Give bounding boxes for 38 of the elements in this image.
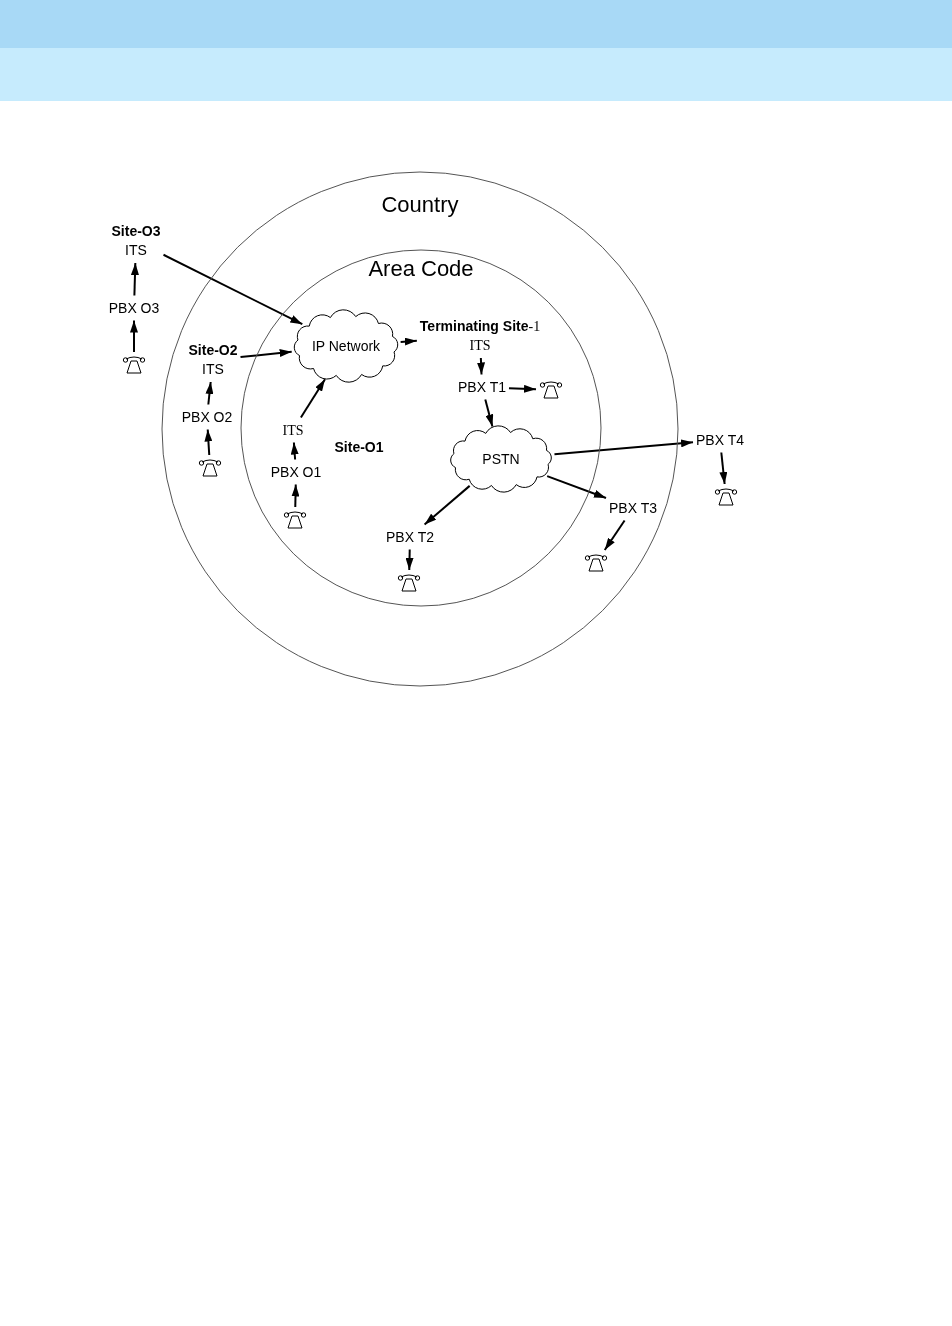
device-label: PBX O3 (108, 298, 160, 318)
device-label: PBX T2 (386, 527, 434, 547)
site-heading: Site-O2 (188, 341, 238, 360)
device-label: PBX O2 (181, 407, 233, 427)
arrow (205, 381, 214, 406)
arrow (399, 337, 418, 346)
arrow (299, 378, 326, 419)
arrow (405, 548, 414, 571)
arrow (546, 475, 607, 499)
arrow (162, 253, 304, 326)
device-label: PBX O1 (270, 462, 322, 482)
zone-label: Area Code (367, 256, 475, 282)
arrow (423, 484, 471, 526)
site-heading: Site-O1 (334, 437, 384, 457)
arrow (204, 428, 213, 456)
arrow (130, 319, 138, 353)
arrow (477, 357, 486, 376)
device-label: PBX T3 (609, 498, 657, 518)
arrow (291, 483, 300, 508)
device-label: PBX T4 (696, 430, 744, 450)
arrow (239, 349, 293, 359)
arrow (553, 439, 694, 456)
device-label: PBX T1 (458, 377, 506, 397)
network-label: IP Network (311, 338, 381, 354)
device-label: ITS (468, 337, 492, 355)
device-label: ITS (201, 360, 225, 379)
device-label: ITS (282, 421, 304, 440)
zone-label: Country (380, 192, 460, 218)
network-label: PSTN (482, 451, 520, 467)
arrow (290, 441, 299, 461)
arrow (719, 451, 728, 485)
arrow (603, 519, 626, 551)
arrow (131, 262, 139, 297)
arrow (484, 398, 494, 428)
site-heading: Terminating Site-1 (419, 317, 541, 336)
site-heading: Site-O3 (111, 222, 161, 241)
arrow (508, 384, 537, 393)
device-label: ITS (124, 241, 148, 260)
